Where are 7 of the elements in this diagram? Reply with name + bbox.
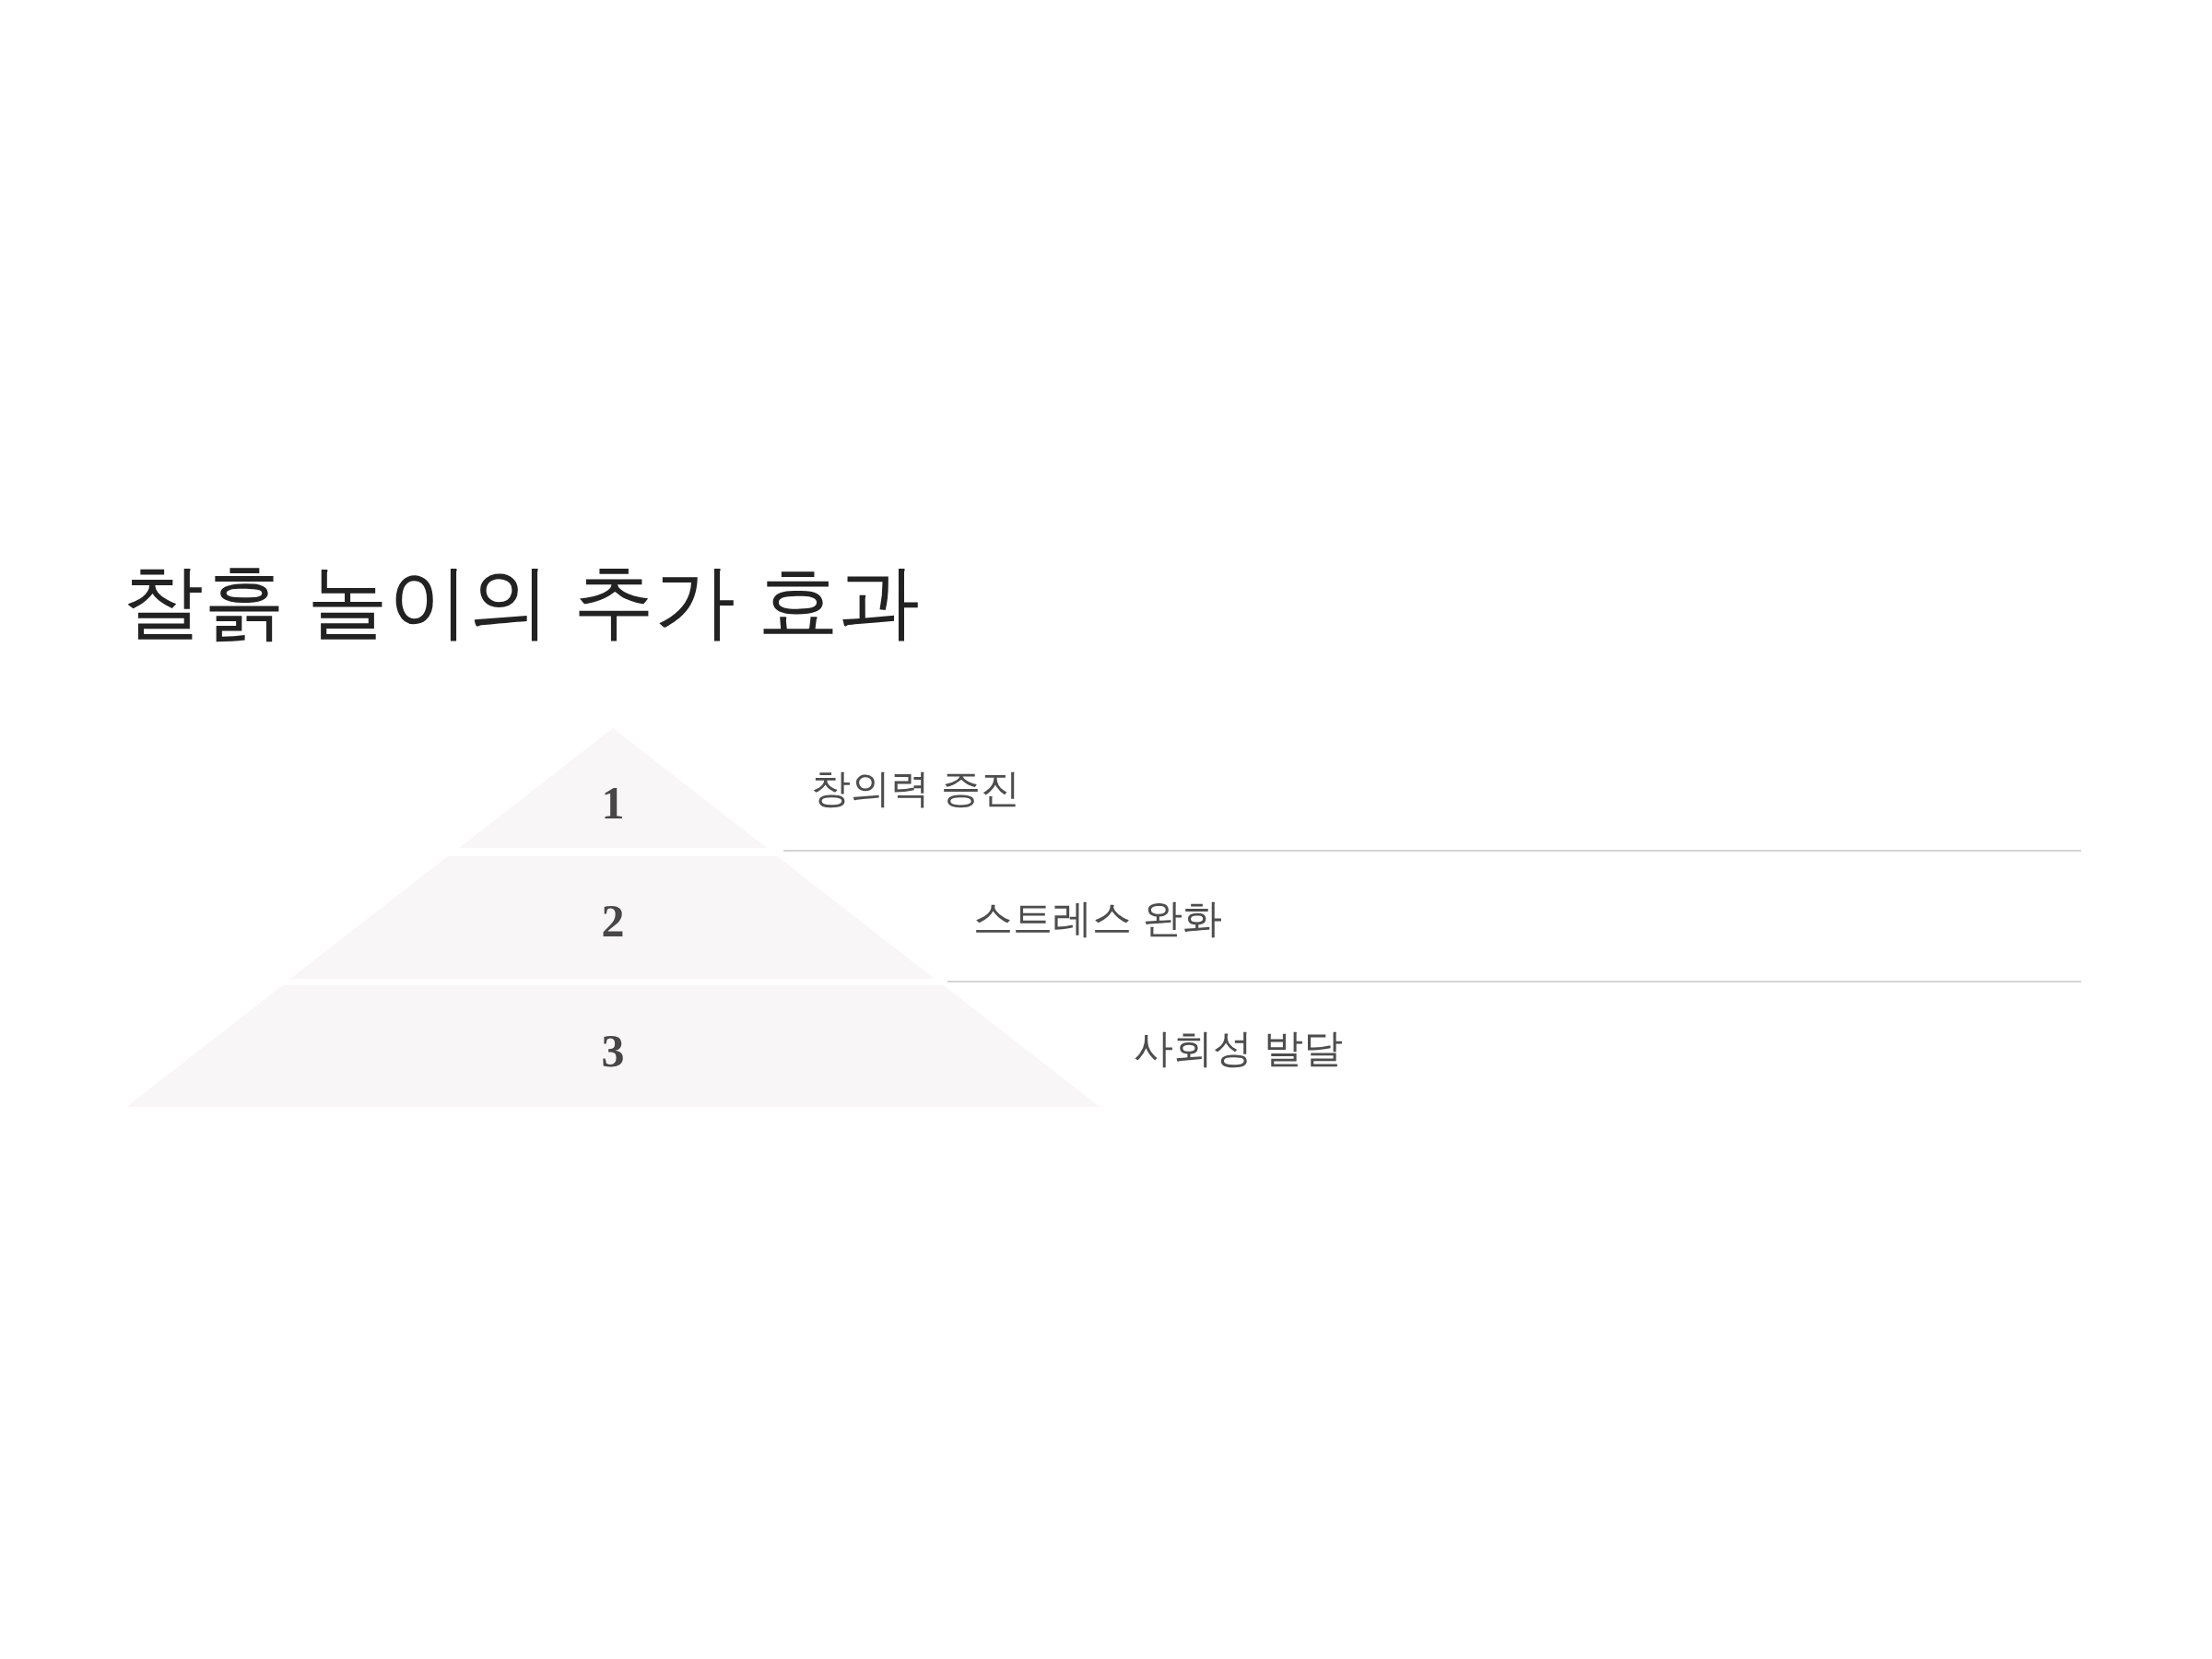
tier-label: 스트레스 완화 [973, 895, 1222, 943]
tier-number: 1 [601, 780, 625, 826]
tier-label: 사회성 발달 [1134, 1025, 1343, 1073]
tier-label: 창의력 증진 [811, 765, 1020, 813]
tier-number: 3 [601, 1028, 625, 1074]
tier-number: 2 [601, 898, 625, 944]
title: 찰흙 놀이의 추가 효과 [123, 555, 921, 649]
